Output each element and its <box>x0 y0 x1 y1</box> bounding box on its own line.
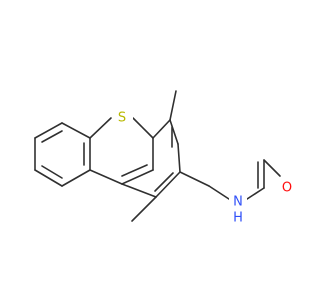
bond <box>121 183 157 198</box>
bond <box>152 119 171 139</box>
bond <box>61 122 91 139</box>
bond <box>34 169 63 187</box>
bond <box>263 159 281 177</box>
bond <box>155 171 181 198</box>
bond <box>208 185 233 202</box>
bond-double-inner <box>154 172 174 192</box>
methyl-bond-bottom <box>131 196 157 222</box>
hydrogen-label: H <box>233 211 243 226</box>
bond-double-inner <box>41 130 63 143</box>
methyl-groups <box>131 90 177 222</box>
bond <box>169 119 179 145</box>
label-mask <box>113 110 133 128</box>
methyl-bond-top <box>169 90 177 121</box>
bond <box>243 187 265 202</box>
benzene-ring-right <box>121 119 181 198</box>
bond-double-inner <box>41 165 63 179</box>
side-chain <box>179 159 265 202</box>
bond <box>89 169 123 185</box>
benzene-ring-left <box>34 122 91 187</box>
bond <box>34 122 63 139</box>
nitrogen-label: N <box>233 195 243 210</box>
bond <box>179 171 210 187</box>
bond <box>121 169 154 185</box>
bond-double-inner <box>121 164 148 177</box>
atom-labels: S N H O <box>113 110 295 226</box>
sulfur-label: S <box>118 111 126 126</box>
oxygen-label: O <box>282 181 292 196</box>
structure-canvas: S N H O <box>34 90 295 226</box>
bond <box>132 117 154 139</box>
thiophene-ring <box>89 117 154 185</box>
carbonyl <box>263 159 281 177</box>
bond <box>89 117 112 139</box>
structure-drawing: S N H O <box>34 90 295 226</box>
bond <box>61 169 91 187</box>
label-mask <box>229 196 247 210</box>
label-mask <box>279 184 295 200</box>
bond <box>177 143 181 173</box>
